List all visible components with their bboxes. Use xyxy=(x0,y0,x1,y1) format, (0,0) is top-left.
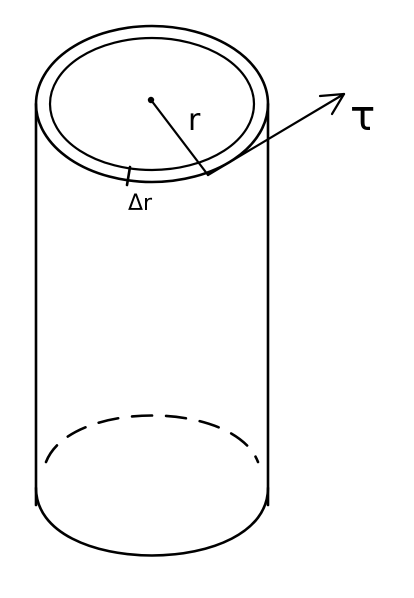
thickness-label: Δr xyxy=(128,191,153,216)
torque-arrow-line xyxy=(206,92,346,177)
bottom-hidden-arc xyxy=(44,414,260,464)
top-inner-rim xyxy=(48,36,256,172)
torque-label: τ xyxy=(350,91,375,140)
top-outer-rim xyxy=(34,24,270,184)
radius-label: r xyxy=(188,103,201,138)
thickness-tick xyxy=(125,165,132,187)
bottom-front-arc xyxy=(34,486,270,557)
torque-arrowhead xyxy=(318,92,346,116)
radius-line xyxy=(149,98,210,177)
